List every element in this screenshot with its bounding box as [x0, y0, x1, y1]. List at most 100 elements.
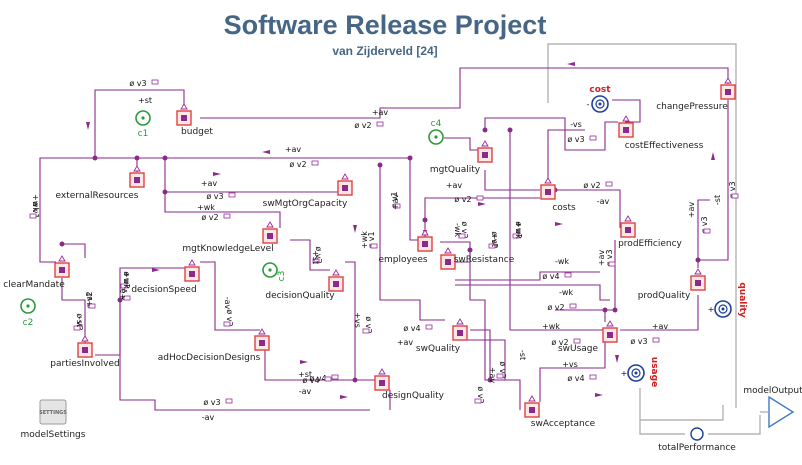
- block-costEffectiveness[interactable]: costEffectiveness: [618, 115, 704, 151]
- edge-label: ø v3+wk: [120, 271, 131, 289]
- block-budget[interactable]: budget: [176, 103, 213, 137]
- block-changePressure[interactable]: changePressure: [656, 77, 736, 112]
- output-usage[interactable]: usage+: [621, 357, 659, 387]
- edge-action: +wk: [514, 221, 523, 239]
- edge-action: -wk: [555, 257, 569, 266]
- edge-label: ø v2-wk: [547, 288, 577, 312]
- edge-action: +av: [397, 338, 414, 347]
- edge-label: ø v2+av: [354, 108, 388, 130]
- block-costs[interactable]: costs: [540, 177, 576, 213]
- source-c2[interactable]: c2: [20, 298, 36, 328]
- block-swQuality[interactable]: swQuality: [416, 318, 468, 354]
- block-partiesInvolved[interactable]: partiesInvolved: [50, 335, 120, 369]
- edge-pin-symbol: ø v2: [354, 121, 371, 130]
- edge-pin-symbol: ø v3: [728, 181, 737, 198]
- block-label: prodQuality: [638, 291, 691, 301]
- output-quality[interactable]: quality+: [708, 282, 747, 318]
- edge-label: ø v2+av: [446, 181, 484, 204]
- block-designQuality[interactable]: designQuality: [374, 368, 445, 401]
- source-label: c3: [277, 271, 287, 282]
- edge-action: +av: [285, 145, 302, 154]
- edge-label: ø v2+wk: [542, 322, 581, 347]
- edge-action: +st: [311, 250, 320, 264]
- model-settings-label: modelSettings: [21, 430, 86, 440]
- edge-pin-symbol: ø v4: [403, 324, 420, 333]
- edge-label: ø v3+av: [630, 322, 668, 346]
- edge-label: ø v2+vs: [353, 312, 373, 333]
- edge-action: +wk: [360, 231, 369, 249]
- block-label: budget: [181, 127, 213, 137]
- edge-action: +st: [85, 293, 94, 307]
- edge-action: +wk: [197, 203, 215, 212]
- edge-pin-symbol: ø v1: [31, 201, 40, 218]
- diagram-title: Software Release Project: [223, 10, 547, 40]
- output-cost[interactable]: cost-: [587, 85, 612, 113]
- source-c3[interactable]: c3: [262, 262, 287, 282]
- block-label: decisionSpeed: [131, 285, 196, 295]
- edge-label: ø v2-av: [223, 297, 234, 327]
- edge-pin-symbol: ø v4: [302, 376, 319, 385]
- edge-pin-symbol: ø v4: [542, 272, 559, 281]
- block-swAcceptance[interactable]: swAcceptance: [524, 395, 596, 429]
- block-swUsage[interactable]: swUsage: [558, 320, 618, 354]
- edge-action: +st: [138, 96, 152, 105]
- block-label: decisionQuality: [265, 291, 335, 301]
- block-adHocDecisionDesigns[interactable]: adHocDecisionDesigns: [158, 328, 270, 363]
- edge-action: +wk: [542, 322, 560, 331]
- edge-pin-symbol: ø v3: [700, 216, 709, 233]
- edge-label: ø v3 +av: [687, 202, 711, 234]
- edge-action: -wk: [559, 288, 573, 297]
- edge-action: +av: [391, 194, 400, 211]
- edge-label: ø v2+wk: [197, 203, 231, 222]
- edge-label: ø v3-st: [73, 313, 84, 331]
- edge-label: ø v2+st: [488, 231, 499, 249]
- edge-action: +av: [687, 202, 696, 219]
- block-label: designQuality: [382, 391, 445, 401]
- block-decisionQuality[interactable]: decisionQuality: [265, 269, 344, 301]
- edge-label: ø v2-st: [496, 350, 527, 379]
- edge-label: ø v3-vs: [567, 120, 597, 144]
- source-c1[interactable]: c1: [135, 110, 151, 139]
- edge-pin-symbol: ø v2: [498, 361, 507, 378]
- model-settings-block[interactable]: SETTINGS modelSettings: [21, 399, 86, 440]
- source-c4[interactable]: c4: [428, 119, 444, 145]
- edge-pin-symbol: ø v3: [75, 313, 84, 330]
- edge-label: ø v3+av: [201, 179, 236, 201]
- edge-action: +av: [597, 250, 606, 267]
- edge-pin-symbol: ø v2: [514, 221, 523, 238]
- edge-action: -av: [597, 197, 610, 206]
- edge-pin-symbol: ø v2: [289, 160, 306, 169]
- block-prodEfficiency[interactable]: prodEfficiency: [618, 215, 683, 249]
- block-externalResources[interactable]: externalResources: [56, 165, 145, 201]
- block-clearMandate[interactable]: clearMandate: [3, 255, 70, 290]
- block-mgtKnowledgeLevel[interactable]: mgtKnowledgeLevel: [182, 221, 278, 254]
- edge-action: +vs: [562, 360, 578, 369]
- diagram-subtitle: van Zijderveld [24]: [332, 44, 438, 58]
- edge-action: +st: [298, 370, 312, 379]
- model-output-block[interactable]: modelOutput: [743, 386, 802, 429]
- block-decisionSpeed[interactable]: decisionSpeed: [131, 259, 200, 295]
- edge-action: +vs: [353, 312, 362, 328]
- edge-label: ø v2+st: [311, 246, 323, 264]
- output-label: cost: [589, 85, 611, 95]
- edge-pin-symbol: ø v3: [206, 192, 223, 201]
- edge-labels: ø v3+stø v2+avø v2+avø v3+avø v2+wkø v4+…: [29, 79, 739, 422]
- edge-pin-symbol: ø v3: [120, 283, 129, 300]
- block-label: swAcceptance: [531, 419, 596, 429]
- block-swResistance[interactable]: swResistance: [440, 247, 515, 270]
- model-output-label: modelOutput: [743, 386, 802, 396]
- edge-pin-symbol: ø v2: [225, 309, 234, 326]
- sources: c1 c2 c3 c4: [20, 110, 444, 328]
- block-employees[interactable]: employees: [378, 229, 433, 265]
- edge-pin-symbol: ø v3: [129, 79, 146, 88]
- edge-pin-symbol: ø v3: [203, 398, 220, 407]
- total-performance-block[interactable]: totalPerformance: [658, 427, 736, 453]
- block-label: prodEfficiency: [618, 239, 682, 249]
- edge-action: +wk: [31, 194, 40, 212]
- block-swMgtOrgCapacity[interactable]: swMgtOrgCapacity: [263, 173, 353, 209]
- edge-pin-symbol: ø v2: [460, 221, 469, 238]
- block-mgtQuality[interactable]: mgtQuality: [430, 140, 493, 175]
- block-prodQuality[interactable]: prodQuality: [638, 268, 706, 301]
- edge-label: ø v4+st: [298, 370, 339, 383]
